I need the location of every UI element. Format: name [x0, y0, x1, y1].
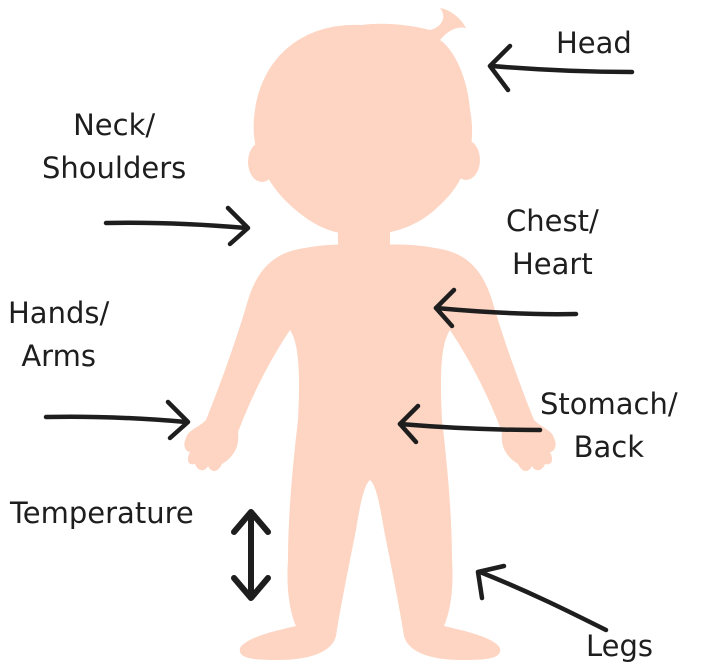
- label-neck-line-1: Neck/: [42, 104, 186, 147]
- label-head-text: Head: [556, 22, 632, 65]
- label-stomach-line-1: Stomach/: [540, 383, 678, 426]
- torso-and-limbs: [184, 244, 555, 660]
- label-chest-line-2: Heart: [506, 243, 599, 286]
- label-stomach-line-2: Back: [540, 426, 678, 469]
- child-silhouette: [184, 8, 555, 660]
- label-head: Head: [556, 22, 632, 65]
- label-hands-line-2: Arms: [8, 335, 109, 378]
- right-ear: [452, 140, 480, 180]
- label-temperature: Temperature: [10, 492, 194, 535]
- label-temperature-text: Temperature: [10, 492, 194, 535]
- label-legs: Legs: [586, 625, 653, 668]
- neck-arrow: [106, 223, 246, 228]
- label-hands-arms: Hands/ Arms: [8, 292, 109, 378]
- legs-arrow: [480, 572, 606, 630]
- hands-arrow: [46, 417, 186, 422]
- label-hands-line-1: Hands/: [8, 292, 109, 335]
- label-chest-heart: Chest/ Heart: [506, 200, 599, 286]
- head-shape: [254, 8, 472, 235]
- label-neck-line-2: Shoulders: [42, 147, 186, 190]
- left-ear: [248, 142, 276, 182]
- label-chest-line-1: Chest/: [506, 200, 599, 243]
- head-arrow: [492, 66, 632, 72]
- label-stomach-back: Stomach/ Back: [540, 383, 678, 469]
- label-legs-text: Legs: [586, 625, 653, 668]
- label-neck-shoulders: Neck/ Shoulders: [42, 104, 186, 190]
